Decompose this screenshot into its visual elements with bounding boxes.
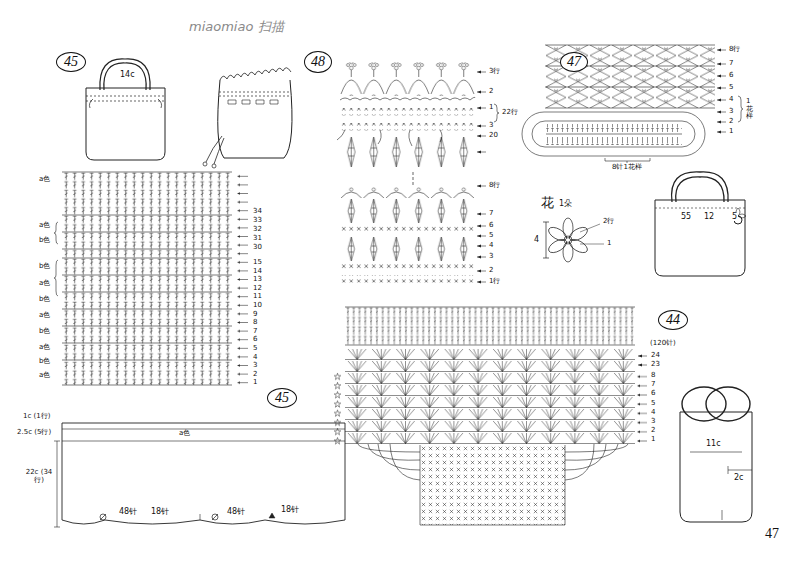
row-number: 6 bbox=[728, 72, 734, 79]
dimension: 11c bbox=[705, 440, 722, 448]
row-number: 9 bbox=[252, 311, 258, 318]
watermark: miaomiao 扫描 bbox=[188, 20, 285, 33]
row-number: 2行 bbox=[602, 218, 615, 225]
pattern-number: 44 bbox=[658, 310, 688, 330]
row-number: 22行 bbox=[501, 109, 519, 116]
row-number: 7 bbox=[488, 210, 494, 217]
row-number: 6 bbox=[650, 390, 656, 397]
row-number: 4 bbox=[728, 96, 734, 103]
row-number: 5 bbox=[728, 84, 734, 91]
row-number: 1 bbox=[606, 240, 612, 247]
row-number: 7 bbox=[728, 60, 734, 67]
row-number: 10 bbox=[252, 302, 263, 309]
row-number: 3 bbox=[252, 362, 258, 369]
row-number: 2 bbox=[252, 371, 258, 378]
stitch-count: 48针 bbox=[118, 508, 138, 516]
pattern-number-text: 45 bbox=[275, 391, 289, 405]
dimension: 2.5c (5行) bbox=[16, 429, 52, 436]
row-number: 6 bbox=[488, 222, 494, 229]
row-number: 4 bbox=[252, 354, 258, 361]
dimension: 22c (34行) bbox=[22, 468, 56, 484]
dimension: 12 bbox=[703, 213, 715, 221]
dimension: 5 bbox=[731, 213, 738, 221]
row-number: 5 bbox=[488, 232, 494, 239]
row-number: 24 bbox=[650, 352, 661, 359]
row-number: 2 bbox=[650, 427, 656, 434]
row-number: 33 bbox=[252, 217, 263, 224]
color-label: b色 bbox=[38, 296, 51, 303]
row-number: 8行 bbox=[728, 46, 741, 53]
pattern-number: 45 bbox=[56, 52, 86, 72]
pattern-number: 48 bbox=[304, 51, 332, 73]
pattern-number-text: 48 bbox=[311, 55, 325, 69]
repeat-label: 8针1花样 bbox=[611, 164, 643, 171]
row-number: 20 bbox=[488, 132, 499, 139]
row-number: 7 bbox=[650, 381, 656, 388]
page-number: 47 bbox=[764, 527, 780, 541]
row-number: 1行 bbox=[488, 278, 501, 285]
stitch-count: 18针 bbox=[280, 506, 300, 514]
row-number: 13 bbox=[252, 276, 263, 283]
row-number: 2 bbox=[488, 267, 494, 274]
dimension: 14c bbox=[119, 71, 136, 79]
row-number: 8 bbox=[650, 372, 656, 379]
row-number: 1 bbox=[488, 104, 494, 111]
row-number: 31 bbox=[252, 235, 263, 242]
stitch-count: 48针 bbox=[226, 508, 246, 516]
dimension: 4 bbox=[533, 236, 540, 244]
pattern-number-text: 45 bbox=[64, 55, 78, 69]
row-number: 7 bbox=[252, 328, 258, 335]
color-label: a色 bbox=[38, 176, 51, 183]
color-label: a色 bbox=[38, 280, 51, 287]
dimension: 2c bbox=[733, 474, 745, 482]
pattern-number-text: 44 bbox=[666, 313, 680, 327]
row-number: 3 bbox=[488, 253, 494, 260]
quantity: 1朵 bbox=[558, 200, 573, 208]
stitch-count: 18针 bbox=[150, 508, 170, 516]
dimension: 1c (1行) bbox=[22, 413, 51, 420]
row-number: 3 bbox=[488, 122, 494, 129]
row-number: 8行 bbox=[488, 182, 501, 189]
color-label: a色 bbox=[38, 222, 51, 229]
color-label: b色 bbox=[38, 237, 51, 244]
row-number: 1 bbox=[252, 379, 258, 386]
row-number: 2 bbox=[488, 88, 494, 95]
color-label: b色 bbox=[38, 328, 51, 335]
row-number: 6 bbox=[252, 336, 258, 343]
row-number: 1 bbox=[650, 436, 656, 443]
color-label: a色 bbox=[38, 312, 51, 319]
row-number: 15 bbox=[252, 259, 263, 266]
part-name: 花 bbox=[540, 196, 555, 209]
color-label: b色 bbox=[38, 263, 51, 270]
repeat-label: 1花样 bbox=[745, 98, 754, 121]
row-number: 14 bbox=[252, 268, 263, 275]
row-number: 11 bbox=[252, 293, 263, 300]
row-number: 34 bbox=[252, 208, 263, 215]
row-number: 2 bbox=[728, 118, 734, 125]
row-number: 3 bbox=[728, 108, 734, 115]
color-label: a色 bbox=[38, 344, 51, 351]
color-label: a色 bbox=[178, 430, 191, 437]
color-label: a色 bbox=[38, 372, 51, 379]
row-number: 32 bbox=[252, 226, 263, 233]
row-number: 5 bbox=[252, 345, 258, 352]
row-number: 23 bbox=[650, 361, 661, 368]
stitch-count: (120针) bbox=[649, 340, 677, 347]
row-number: 1 bbox=[728, 128, 734, 135]
row-number: 4 bbox=[488, 242, 494, 249]
row-number: 4 bbox=[650, 409, 656, 416]
row-number: 5 bbox=[650, 400, 656, 407]
pattern-number-text: 47 bbox=[567, 55, 581, 69]
pattern-number: 47 bbox=[560, 52, 588, 72]
row-number: 12 bbox=[252, 285, 263, 292]
row-number: 8 bbox=[252, 319, 258, 326]
row-number: 3 bbox=[650, 418, 656, 425]
color-label: b色 bbox=[38, 358, 51, 365]
pattern-number: 45 bbox=[267, 388, 297, 408]
dimension: 55 bbox=[680, 213, 692, 221]
row-number: 30 bbox=[252, 244, 263, 251]
row-number: 3行 bbox=[488, 68, 501, 75]
